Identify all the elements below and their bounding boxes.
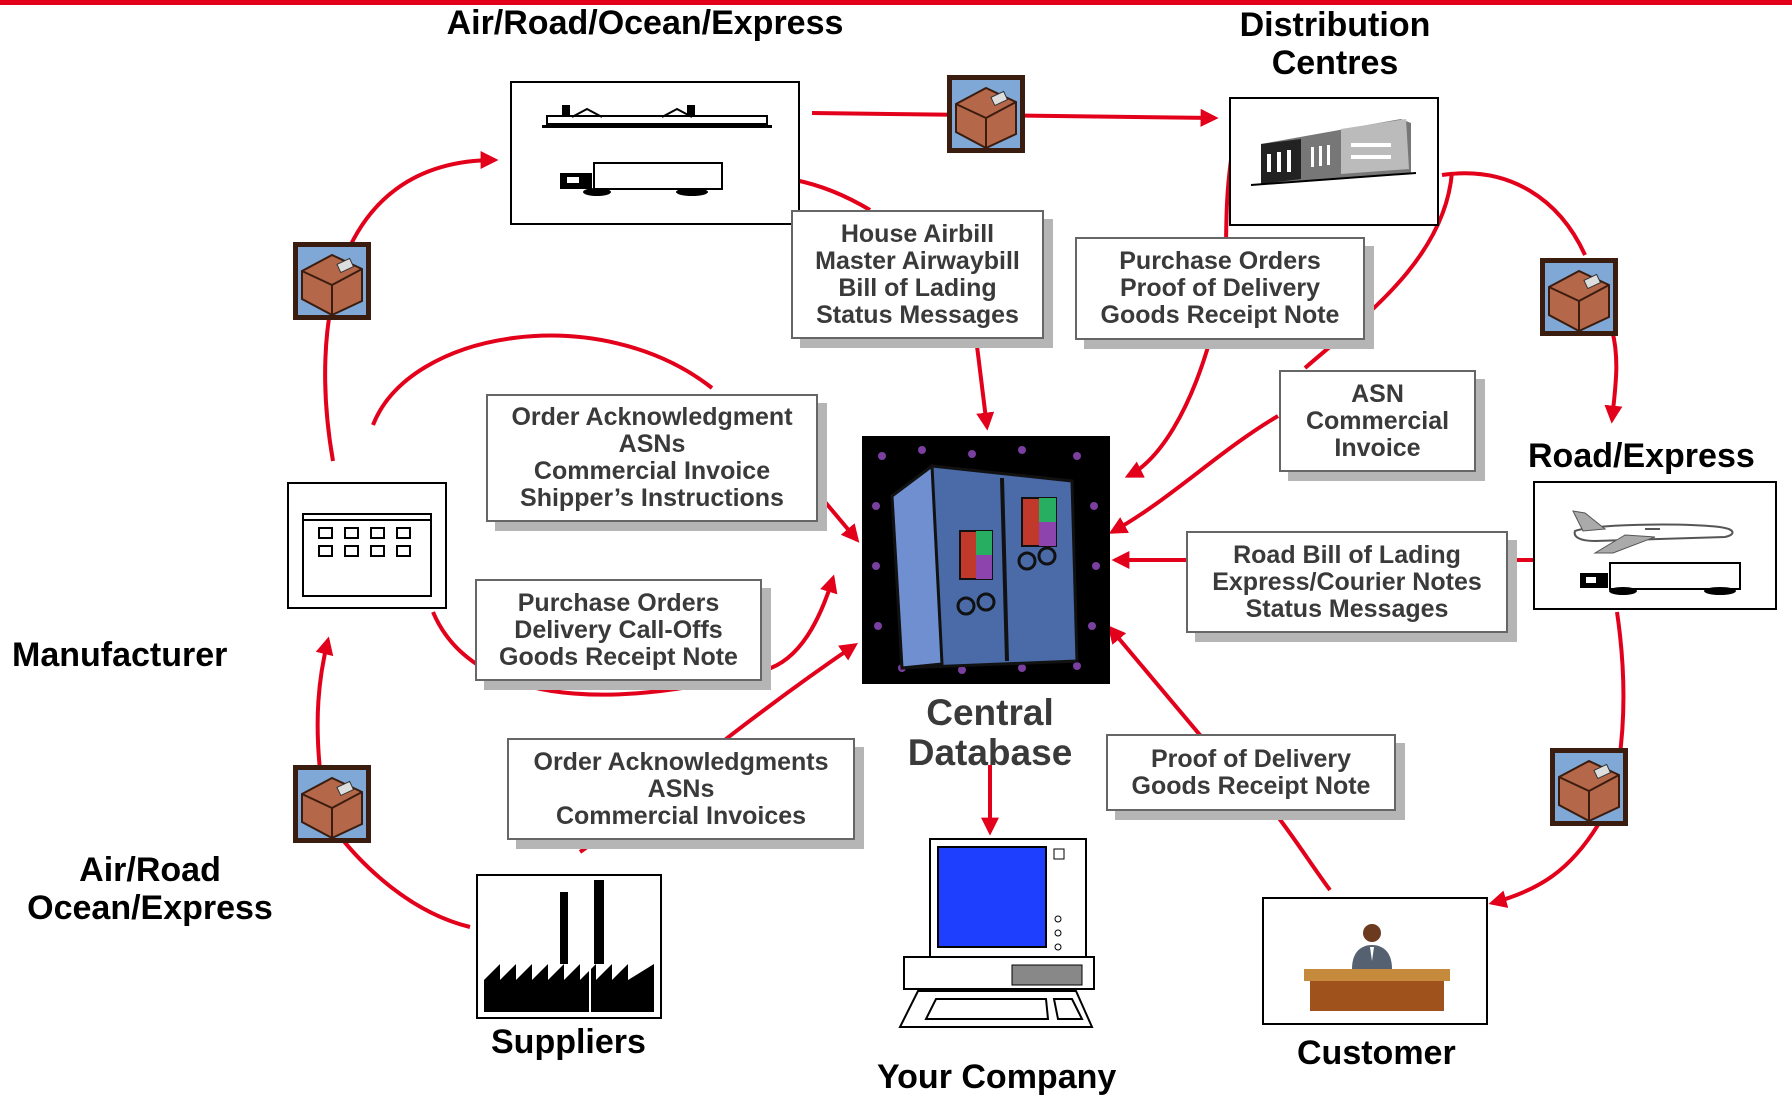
doc-line: ASNs: [618, 430, 686, 458]
arrow-distribution-to-database: [1112, 171, 1454, 532]
doc-line: Bill of Lading: [838, 273, 997, 302]
arrow-carrier-to-docbox: [794, 178, 872, 212]
doc-line: Proof of Delivery: [1150, 744, 1352, 773]
doc-line: Delivery Call-Offs: [514, 615, 723, 644]
doc-line: Goods Receipt Note: [499, 642, 738, 671]
doc-box-manufacturer-inbound: Purchase Orders Delivery Call-Offs Goods…: [475, 579, 762, 681]
doc-line: Purchase Orders: [1119, 247, 1321, 275]
doc-box-road-express: Road Bill of Lading Express/Courier Note…: [1186, 531, 1508, 633]
truck-icon: [1580, 562, 1741, 595]
doc-line: Status Messages: [1245, 594, 1449, 623]
carrier-frame: [510, 81, 800, 225]
label-carrier-left: Air/Road Ocean/Express: [0, 851, 300, 927]
doc-line: Order Acknowledgment: [511, 403, 793, 431]
package-icon: [947, 75, 1025, 153]
package-icon: [1550, 748, 1628, 826]
label-line: Ocean/Express: [27, 889, 273, 927]
doc-line: Express/Courier Notes: [1212, 567, 1482, 596]
doc-box-carrier: House Airbill Master Airwaybill Bill of …: [791, 210, 1044, 339]
warehouse-icon: [1250, 119, 1417, 186]
doc-line: ASNs: [647, 774, 715, 803]
label-line: Central: [926, 692, 1054, 733]
arrow-manufacturer-loop: [371, 333, 714, 426]
doc-line: ASN: [1351, 379, 1404, 408]
computer-icon: [898, 838, 1095, 1028]
label-manufacturer: Manufacturer: [12, 636, 228, 674]
arrow-mfr-docs-to-database: [813, 488, 860, 543]
road-express-frame: [1533, 481, 1777, 610]
airplane-icon: [1572, 510, 1734, 554]
database-icon: [862, 436, 1110, 684]
arrow-carrier-docs-to-database: [975, 345, 995, 431]
doc-line: Commercial Invoices: [555, 801, 807, 830]
distribution-centre-frame: [1229, 97, 1439, 226]
computer-image: [896, 835, 1102, 1030]
package-icon: [1540, 258, 1618, 336]
doc-line: Commercial Invoice: [533, 457, 771, 485]
doc-line: Invoice: [1334, 433, 1421, 462]
package-icon: [293, 242, 371, 320]
label-line: Distribution: [1239, 6, 1431, 44]
factory-icon: [484, 880, 654, 1012]
label-distribution-centres: Distribution Centres: [1200, 6, 1470, 82]
doc-box-supplier: Order Acknowledgments ASNs Commercial In…: [507, 738, 855, 840]
doc-line: Status Messages: [816, 300, 1019, 329]
ship-icon: [542, 105, 772, 128]
central-database-image: [862, 436, 1110, 684]
doc-line: House Airbill: [840, 219, 995, 248]
doc-box-asn: ASN Commercial Invoice: [1279, 370, 1476, 472]
truck-icon: [560, 162, 723, 196]
doc-line: Commercial: [1305, 406, 1450, 435]
label-road-express: Road/Express: [1528, 437, 1755, 475]
arrow-distribution-to-road: [1441, 171, 1616, 420]
doc-line: Master Airwaybill: [815, 246, 1020, 275]
label-suppliers: Suppliers: [491, 1023, 646, 1061]
label-line: Database: [907, 732, 1073, 773]
factory-building-icon: [302, 513, 432, 597]
label-central-database: Central Database: [880, 693, 1100, 773]
label-line: Centres: [1271, 44, 1399, 82]
doc-line: Order Acknowledgments: [533, 747, 829, 776]
doc-box-customer: Proof of Delivery Goods Receipt Note: [1106, 734, 1396, 811]
doc-line: Goods Receipt Note: [1131, 771, 1371, 800]
customer-frame: [1262, 897, 1488, 1025]
person-at-desk-icon: [1304, 924, 1450, 1011]
doc-box-manufacturer-outbound: Order Acknowledgment ASNs Commercial Inv…: [486, 394, 818, 522]
doc-line: Purchase Orders: [517, 588, 720, 617]
label-carrier-top: Air/Road/Ocean/Express: [446, 4, 844, 42]
manufacturer-frame: [287, 482, 447, 609]
doc-box-distribution: Purchase Orders Proof of Delivery Goods …: [1075, 237, 1365, 340]
label-line: Air/Road: [79, 851, 221, 889]
doc-line: Goods Receipt Note: [1100, 301, 1340, 329]
doc-line: Road Bill of Lading: [1233, 540, 1461, 569]
doc-line: Shipper’s Instructions: [520, 484, 784, 512]
label-customer: Customer: [1297, 1034, 1456, 1072]
top-red-rule: [0, 0, 1792, 5]
package-icon: [293, 765, 371, 843]
suppliers-frame: [476, 874, 662, 1019]
doc-line: Proof of Delivery: [1119, 274, 1321, 302]
label-your-company: Your Company: [877, 1058, 1117, 1096]
